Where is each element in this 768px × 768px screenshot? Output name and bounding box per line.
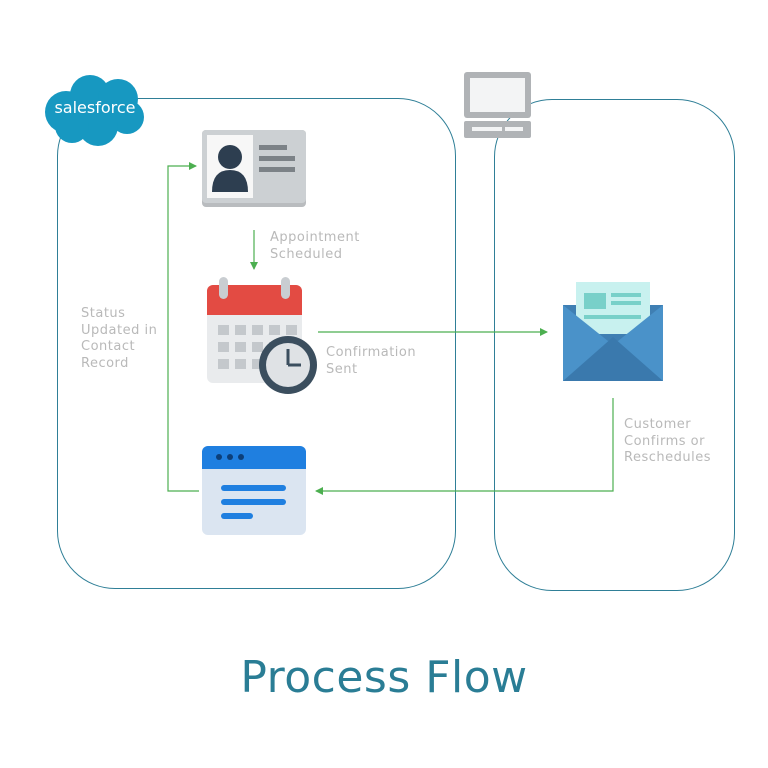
- contact-card-icon: [202, 130, 306, 207]
- appointment-scheduled-label: Appointment Scheduled: [270, 230, 360, 262]
- status-updated-label: Status Updated in Contact Record: [81, 306, 158, 371]
- customer-confirms-label: Customer Confirms or Reschedules: [624, 417, 711, 465]
- customer-panel: [494, 99, 735, 591]
- confirmation-sent-label: Confirmation Sent: [326, 345, 417, 377]
- salesforce-logo-text: salesforce: [54, 98, 135, 117]
- arrow-form-to-card: [167, 162, 199, 492]
- computer-icon: [464, 72, 531, 138]
- page-title: Process Flow: [240, 652, 528, 703]
- web-form-icon: [202, 446, 306, 535]
- arrow-email-to-form: [315, 398, 614, 495]
- salesforce-panel: [57, 98, 456, 589]
- calendar-clock-icon: [207, 277, 317, 394]
- email-envelope-icon: [563, 282, 663, 381]
- salesforce-cloud-icon: [45, 75, 144, 146]
